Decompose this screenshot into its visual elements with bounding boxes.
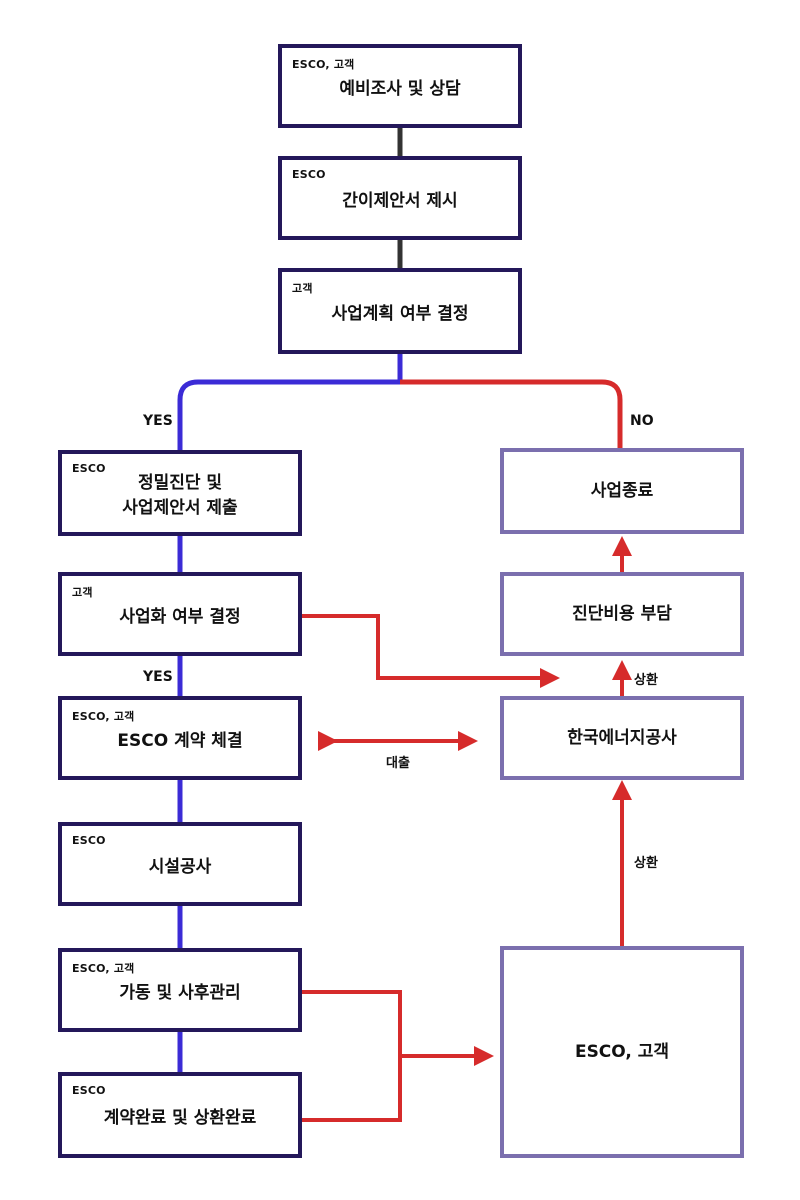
step-title: 예비조사 및 상담 xyxy=(339,78,461,99)
step-title: 가동 및 사후관리 xyxy=(119,982,241,1003)
step-brief-proposal: ESCO 간이제안서 제시 xyxy=(278,156,522,240)
step-operation: ESCO, 고객 가동 및 사후관리 xyxy=(58,948,302,1032)
arrow-operation-completion-to-esco-customer xyxy=(300,990,484,1122)
step-title: ESCO, 고객 xyxy=(574,1041,670,1062)
step-kea: 한국에너지공사 xyxy=(500,696,744,780)
connector-decision-yes-branch xyxy=(177,354,403,450)
step-construction: ESCO 시설공사 xyxy=(58,822,302,906)
label-yes-project: YES xyxy=(143,669,173,685)
connector-decision-no-branch xyxy=(400,379,623,450)
step-title: 시설공사 xyxy=(148,856,212,877)
step-role: 고객 xyxy=(292,282,313,295)
step-title: 한국에너지공사 xyxy=(567,727,677,748)
step-project-end: 사업종료 xyxy=(500,448,744,534)
step-role: 고객 xyxy=(72,586,93,599)
step-esco-customer: ESCO, 고객 xyxy=(500,946,744,1158)
label-loan: 대출 xyxy=(386,756,410,771)
label-repay-upper: 상환 xyxy=(634,673,658,688)
step-plan-decision: 고객 사업계획 여부 결정 xyxy=(278,268,522,354)
step-role: ESCO xyxy=(72,462,106,475)
step-role: ESCO xyxy=(72,834,106,847)
step-title: 계약완료 및 상환완료 xyxy=(103,1107,257,1128)
label-no-plan: NO xyxy=(630,413,654,429)
step-role: ESCO xyxy=(72,1084,106,1097)
step-title: 사업화 여부 결정 xyxy=(119,606,241,627)
step-role: ESCO, 고객 xyxy=(72,710,135,723)
step-title: 사업계획 여부 결정 xyxy=(331,303,469,324)
step-diagnosis-cost: 진단비용 부담 xyxy=(500,572,744,656)
step-project-decision: 고객 사업화 여부 결정 xyxy=(58,572,302,656)
step-title: ESCO 계약 체결 xyxy=(117,730,243,751)
step-title: 진단비용 부담 xyxy=(572,603,672,624)
arrow-project-decision-to-kea xyxy=(300,614,560,688)
step-role: ESCO, 고객 xyxy=(72,962,135,975)
label-yes-plan: YES xyxy=(143,413,173,429)
step-contract: ESCO, 고객 ESCO 계약 체결 xyxy=(58,696,302,780)
step-role: ESCO xyxy=(292,168,326,181)
label-repay-lower: 상환 xyxy=(634,856,658,871)
step-role: ESCO, 고객 xyxy=(292,58,355,71)
step-completion: ESCO 계약완료 및 상환완료 xyxy=(58,1072,302,1158)
step-title: 사업종료 xyxy=(590,480,654,501)
step-title: 간이제안서 제시 xyxy=(342,190,458,211)
step-pre-survey: ESCO, 고객 예비조사 및 상담 xyxy=(278,44,522,128)
step-detailed-diagnosis: ESCO 정밀진단 및 사업제안서 제출 xyxy=(58,450,302,536)
step-title: 정밀진단 및 사업제안서 제출 xyxy=(122,473,238,518)
